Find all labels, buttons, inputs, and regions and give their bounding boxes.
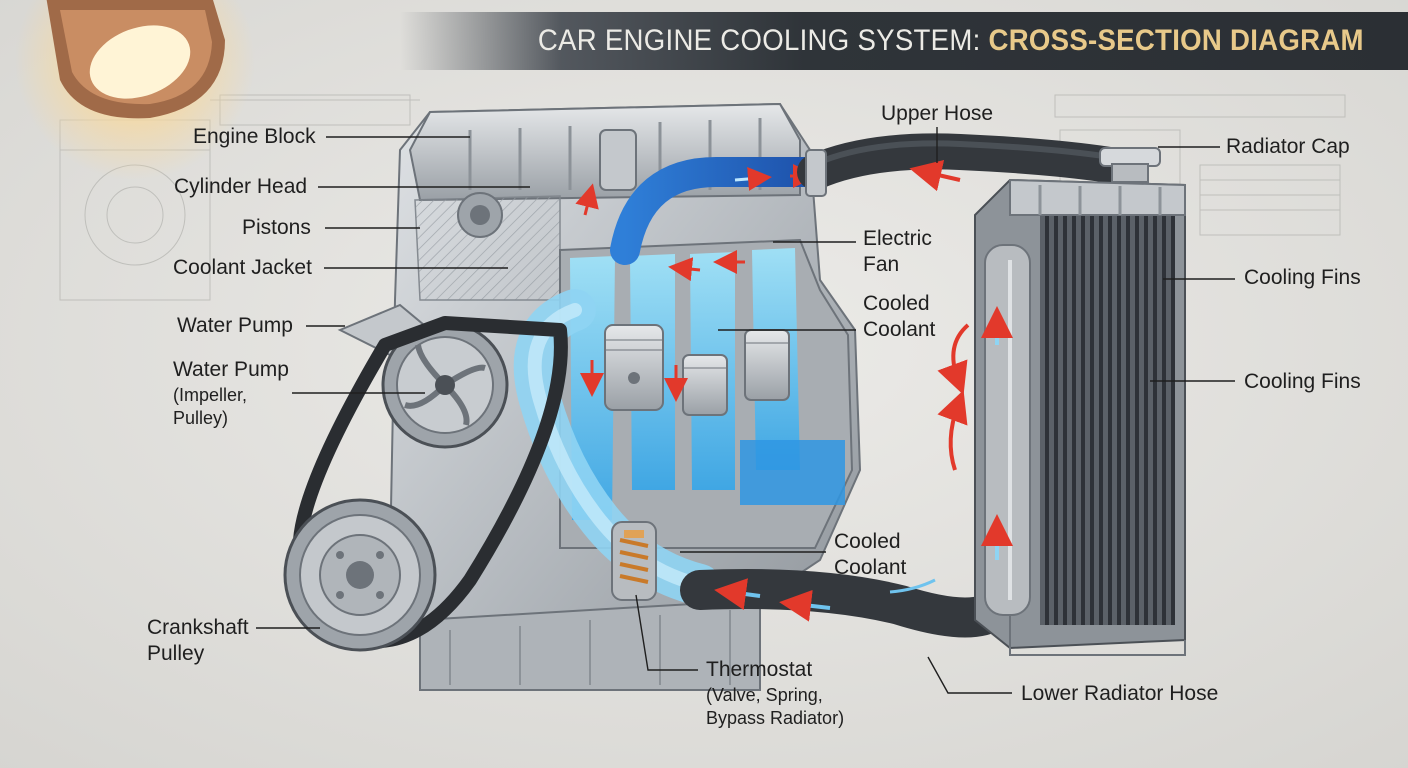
label-water-pump: Water Pump: [177, 314, 293, 337]
engine: [388, 102, 862, 691]
piston-3: [744, 329, 790, 401]
title-part-2: CROSS-SECTION DIAGRAM: [988, 24, 1364, 57]
piston-2: [682, 354, 728, 416]
label-cylinder-head: Cylinder Head: [174, 175, 308, 198]
thermostat: [611, 521, 657, 601]
lower-hose-flow-arrow: [779, 589, 831, 622]
label-cooled-coolant-lower-1: Cooled: [834, 530, 901, 553]
label-water-pump-detail-3: Pulley): [173, 408, 229, 428]
label-cooled-coolant-upper-2: Coolant: [863, 318, 936, 341]
label-electric-fan-2: Fan: [863, 253, 900, 276]
label-crankshaft-pulley-1: Crankshaft: [147, 616, 249, 639]
title-part-1: CAR ENGINE COOLING SYSTEM:: [537, 24, 989, 57]
airflow-arrow-1: [937, 323, 970, 396]
coolant-outlet-pipe: [610, 156, 835, 265]
upper-hose: [797, 133, 1128, 190]
title-bar: [400, 12, 1408, 70]
upper-hose-clamp: [805, 149, 827, 197]
upper-hose-flow-arrow: [909, 159, 961, 192]
lamp: [15, 0, 255, 180]
label-electric-fan-1: Electric: [863, 227, 932, 250]
outlet-flow-arrow: [734, 166, 772, 191]
label-radiator-cap: Radiator Cap: [1226, 135, 1350, 158]
label-water-pump-detail-1: Water Pump: [173, 358, 289, 381]
airflow-arrow-2: [937, 389, 968, 471]
lower-hose-flow-arrow-2: [714, 578, 761, 610]
label-lower-radiator-hose: Lower Radiator Hose: [1021, 682, 1219, 705]
crankshaft-pulley: [283, 498, 437, 652]
label-water-pump-detail-2: (Impeller,: [173, 385, 248, 405]
label-cooled-coolant-lower-2: Coolant: [834, 556, 907, 579]
leader-lines: [256, 127, 1235, 694]
label-crankshaft-pulley-2: Pulley: [147, 642, 205, 665]
label-cooling-fins-lower: Cooling Fins: [1244, 370, 1361, 393]
label-pistons: Pistons: [242, 216, 311, 239]
radiator: [974, 178, 1186, 656]
piston-1: [604, 324, 664, 411]
diagram-title: CAR ENGINE COOLING SYSTEM: CROSS-SECTION…: [538, 24, 1364, 58]
label-cooling-fins-upper: Cooling Fins: [1244, 266, 1361, 289]
label-engine-block: Engine Block: [193, 125, 316, 148]
upper-hose-highlight: [812, 140, 1113, 167]
radiator-cap: [1099, 147, 1161, 183]
radiator-tank: [984, 244, 1031, 616]
water-pump: [337, 303, 509, 449]
return-flow-arrow: [889, 578, 936, 594]
label-upper-hose: Upper Hose: [881, 102, 994, 125]
label-thermostat-2: (Valve, Spring,: [706, 685, 823, 705]
label-coolant-jacket: Coolant Jacket: [173, 256, 312, 279]
label-thermostat-1: Thermostat: [706, 658, 813, 681]
label-cooled-coolant-upper-1: Cooled: [863, 292, 930, 315]
label-thermostat-3: Bypass Radiator): [706, 708, 845, 728]
radiator-cooling-fins: [1040, 215, 1175, 625]
